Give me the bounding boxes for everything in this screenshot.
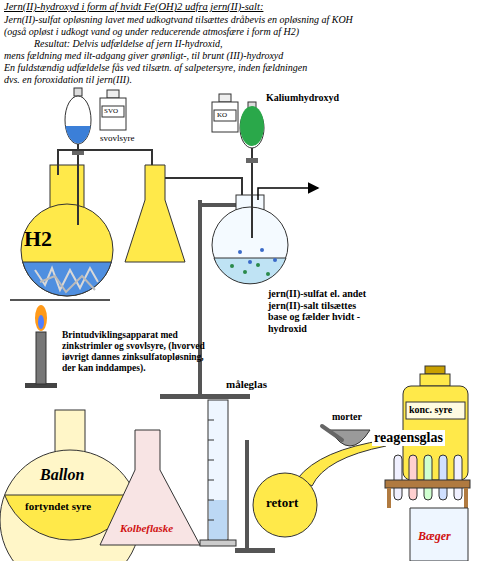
stand-part bbox=[198, 203, 238, 207]
separatory-funnel-part bbox=[77, 144, 79, 225]
acid-bottle-large-part bbox=[406, 402, 465, 419]
conical-flask-part bbox=[100, 430, 200, 545]
test-tube-rack bbox=[385, 455, 470, 508]
generator-flask-part bbox=[40, 276, 95, 292]
generator-flask-part bbox=[21, 204, 113, 296]
reaction-flask bbox=[212, 195, 288, 284]
note-line: mens fældning med ilt-adgang giver grønl… bbox=[4, 50, 283, 62]
separatory-funnel-part bbox=[65, 96, 91, 144]
measuring-cylinder bbox=[200, 400, 236, 546]
acid-bottle-large-part bbox=[425, 366, 445, 374]
part-label: reagensglas bbox=[372, 430, 445, 446]
reaction-flask-part bbox=[212, 207, 288, 283]
koh-bottle-part bbox=[214, 110, 236, 121]
generator-flask-part bbox=[35, 268, 98, 290]
dropping-funnel bbox=[240, 102, 264, 238]
bottle-label: konc. syre bbox=[409, 404, 452, 416]
reaction-flask-part bbox=[266, 272, 270, 276]
connecting-tube-part bbox=[58, 150, 152, 215]
retort-part bbox=[253, 473, 317, 537]
generator-flask-part bbox=[23, 262, 112, 296]
part-label: morter bbox=[332, 411, 362, 423]
note-line: Resultat: Delvis udfældelse af jern II-h… bbox=[34, 38, 222, 50]
reaction-flask-part bbox=[238, 250, 242, 254]
beaker-part bbox=[410, 508, 468, 561]
test-tube-rack-part bbox=[385, 480, 470, 488]
reaction-flask-part bbox=[248, 260, 252, 264]
reaction-flask-part bbox=[260, 248, 264, 252]
separatory-funnel-part bbox=[66, 126, 91, 143]
part-label: Bæger bbox=[418, 530, 451, 544]
test-tube-rack-part bbox=[464, 488, 468, 508]
reaction-flask-part bbox=[256, 263, 260, 267]
acid-bottle-part bbox=[102, 106, 124, 117]
koh-bottle bbox=[212, 94, 238, 132]
reaction-flask-part bbox=[273, 258, 277, 262]
part-label: Kaliumhydroxyd bbox=[266, 92, 339, 104]
note-line: dvs. en foroxidation til jern(III). bbox=[4, 74, 132, 86]
mortar-part bbox=[322, 426, 342, 440]
part-label: fortyndet syre bbox=[25, 500, 91, 513]
koh-bottle-part bbox=[219, 94, 231, 102]
title: Jern(II)-hydroxyd i form af hvidt Fe(OH)… bbox=[4, 1, 263, 13]
generator-flask bbox=[21, 165, 113, 296]
outlet-arrow-part bbox=[258, 188, 318, 200]
note-label: Brintudviklingsapparat med zinkstrimler … bbox=[62, 330, 212, 374]
outlet-arrow bbox=[258, 188, 318, 200]
retort-stand-part bbox=[235, 548, 275, 553]
dropping-funnel-part bbox=[240, 106, 264, 146]
acid-bottle-part bbox=[100, 98, 126, 130]
acid-bottle-part bbox=[107, 90, 119, 98]
stand-part bbox=[198, 200, 202, 395]
mortar bbox=[322, 426, 370, 446]
reaction-flask-part bbox=[214, 258, 286, 284]
test-tube-rack-part bbox=[424, 455, 432, 500]
note-label: jern(II)-sulfat el. andet jern(II)-salt … bbox=[268, 288, 368, 334]
stand-part bbox=[160, 394, 250, 399]
retort bbox=[253, 440, 386, 537]
dropping-funnel-part bbox=[246, 158, 258, 163]
note-line: En fuldstændig udfældelse fås ved tilsæt… bbox=[4, 62, 307, 74]
wash-flask-part bbox=[125, 165, 185, 262]
part-label: måleglas bbox=[226, 378, 267, 391]
test-tube-rack-part bbox=[454, 455, 462, 500]
note-line: (også opløst i udkogt vand og under redu… bbox=[4, 26, 299, 38]
acid-bottle-large-part bbox=[420, 374, 450, 386]
part-label: Ballon bbox=[40, 466, 84, 484]
test-tube-rack-part bbox=[409, 455, 417, 500]
conical-flask bbox=[100, 430, 200, 545]
part-label: Kolbeflaske bbox=[120, 522, 173, 535]
note-line: Jern(II)-sulfat opløsning lavet med udko… bbox=[4, 14, 353, 26]
test-tube-rack-part bbox=[439, 455, 447, 500]
separatory-funnel bbox=[65, 88, 91, 225]
part-label: svovlsyre bbox=[100, 133, 135, 143]
reaction-flask-part bbox=[243, 270, 247, 274]
bottle-label: KO bbox=[217, 111, 227, 119]
burner-part bbox=[38, 315, 44, 329]
reaction-flask-part bbox=[230, 264, 234, 268]
beaker bbox=[410, 508, 468, 561]
test-tube-rack-part bbox=[394, 455, 402, 500]
measuring-cylinder-part bbox=[208, 420, 214, 520]
wash-flask bbox=[125, 165, 185, 262]
burner-part bbox=[36, 332, 46, 384]
gas-label: H2 bbox=[24, 226, 52, 251]
test-tube-rack-part bbox=[387, 488, 391, 508]
acid-bottle bbox=[100, 90, 126, 130]
part-label: retort bbox=[266, 496, 298, 511]
bottle-label: SVO bbox=[104, 107, 118, 115]
burner-part bbox=[10, 299, 110, 301]
retort-part bbox=[298, 440, 386, 486]
measuring-cylinder-part bbox=[200, 540, 236, 546]
burner-part bbox=[35, 305, 47, 331]
separatory-funnel-part bbox=[74, 88, 82, 96]
retort-stand-part bbox=[245, 440, 249, 550]
koh-bottle-part bbox=[212, 102, 238, 132]
measuring-cylinder-part bbox=[208, 400, 228, 540]
